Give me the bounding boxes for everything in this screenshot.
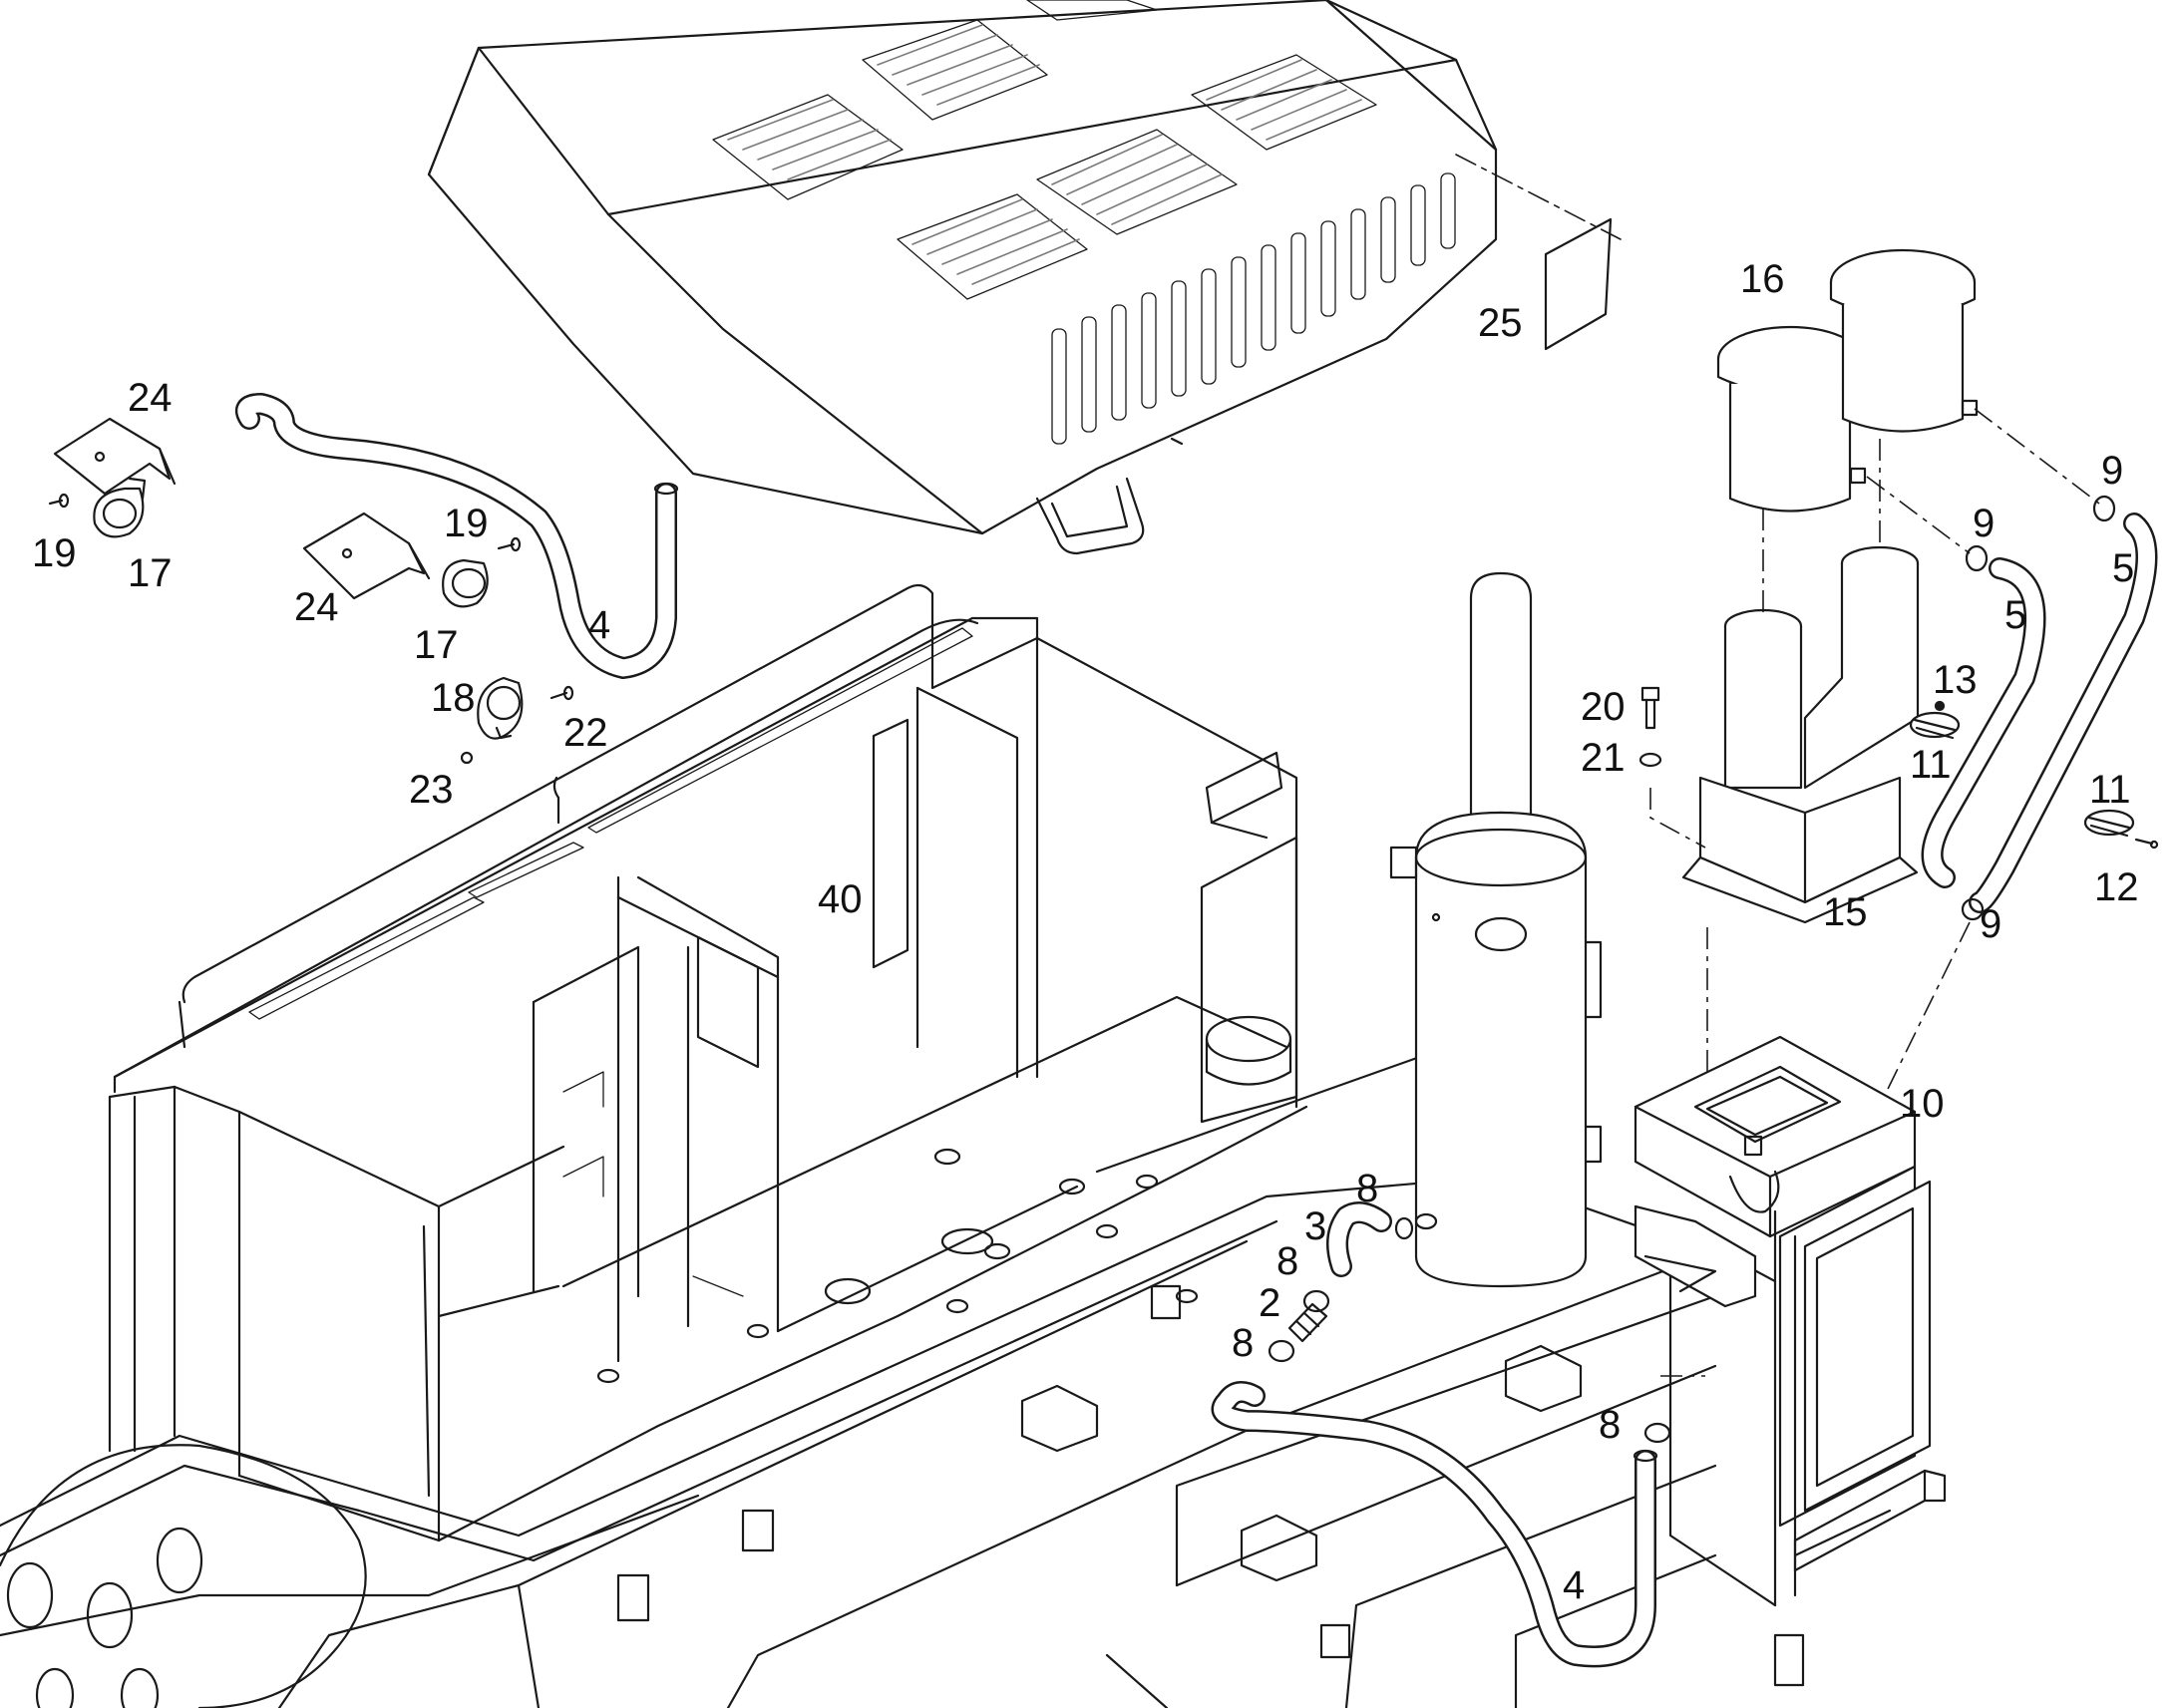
hood-louvre-slots (1051, 172, 1456, 445)
bolt-20 (1640, 686, 1660, 730)
leader-21 (1649, 788, 1706, 849)
hose-clamp-11 (1909, 711, 2135, 838)
callout-24-left: 24 (128, 376, 173, 420)
callout-8-c: 8 (1356, 1167, 1378, 1210)
callout-10: 10 (1900, 1082, 1945, 1126)
clamp-18 (477, 676, 524, 740)
hose-clamps-8 (1268, 1216, 1671, 1444)
connector-2 (1287, 1302, 1328, 1343)
callout-23: 23 (409, 768, 454, 812)
bolt-19-left (48, 493, 70, 509)
callout-5-left: 5 (2004, 593, 2026, 637)
callout-labels: 2 3 4 4 5 5 8 8 8 8 9 9 9 10 11 11 12 13… (32, 257, 2139, 1607)
callout-8-b: 8 (1276, 1239, 1298, 1283)
air-cleaner-16 (1716, 248, 1979, 512)
screw-12 (2134, 838, 2159, 850)
callout-17-left: 17 (128, 551, 173, 595)
clamp-9 (1961, 495, 2116, 921)
nut-23 (460, 751, 474, 765)
bracket-24-right (302, 512, 431, 600)
callout-4-top: 4 (588, 603, 610, 647)
callout-20: 20 (1581, 685, 1626, 729)
callout-8-a: 8 (1232, 1321, 1254, 1365)
callout-4-lower: 4 (1563, 1563, 1585, 1607)
callout-17-right: 17 (414, 623, 459, 667)
callout-16: 16 (1740, 257, 1785, 301)
callout-13: 13 (1933, 658, 1978, 702)
intake-duct-15 (1681, 545, 1920, 924)
callout-5-right: 5 (2112, 546, 2134, 590)
callout-25: 25 (1478, 301, 1523, 345)
callout-2: 2 (1259, 1281, 1280, 1325)
callout-12: 12 (2094, 865, 2139, 909)
hood-mesh-hatch (727, 24, 1362, 285)
hose-4-top (235, 393, 679, 679)
filter-housing-10 (1634, 1035, 1947, 1607)
callout-40: 40 (818, 877, 863, 921)
screw-22 (549, 685, 574, 701)
bracket-24-left (53, 417, 177, 496)
callout-9-mid: 9 (1973, 502, 1995, 545)
callout-21: 21 (1581, 736, 1626, 780)
hose-4-lower (1211, 1381, 1658, 1668)
engine-frame (108, 583, 1308, 1542)
callout-18: 18 (431, 676, 476, 720)
callout-15: 15 (1823, 890, 1868, 934)
callout-11-right: 11 (2089, 768, 2131, 812)
bolt-19-right (497, 536, 522, 552)
leader-9-mid (1866, 476, 1971, 554)
hose-3 (1326, 1201, 1392, 1277)
hose-5-left (1921, 557, 2046, 888)
hose-5-right (1969, 512, 2158, 913)
cover-plate-25 (1455, 154, 1622, 351)
callout-8-d: 8 (1599, 1403, 1621, 1447)
nut-13 (1934, 700, 1946, 712)
callout-11-left: 11 (1910, 743, 1952, 787)
washer-21 (1638, 752, 1662, 768)
leader-9-top (1974, 408, 2100, 505)
hood-mesh-grilles (712, 0, 1377, 300)
engine-hood-cover (427, 0, 1498, 555)
callout-9-low: 9 (1980, 902, 2001, 946)
muffler (1389, 571, 1603, 1288)
leader-9-low (1839, 921, 1971, 1188)
callout-9-top: 9 (2101, 449, 2123, 493)
clamp-17-right (442, 558, 489, 608)
callout-22: 22 (563, 711, 608, 755)
clamp-17-left (93, 477, 147, 538)
callout-19-left: 19 (32, 531, 77, 575)
callout-3: 3 (1304, 1204, 1326, 1248)
callout-24-right: 24 (294, 585, 339, 629)
callout-19-right: 19 (444, 502, 489, 545)
